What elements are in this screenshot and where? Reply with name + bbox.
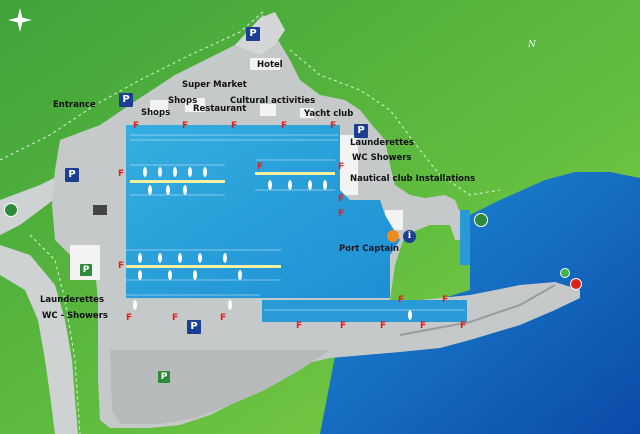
fuel-marker: F	[338, 194, 345, 204]
label-cultural-activities: Cultural activities	[230, 96, 316, 106]
building-hotel	[250, 58, 280, 70]
label-shops-lower: Shops	[141, 108, 171, 118]
north-road	[235, 12, 285, 55]
label-hotel: Hotel	[257, 60, 283, 70]
label-port-captain: Port Captain	[339, 244, 400, 254]
parking-icon-yacht-club: P	[354, 124, 368, 138]
building-restaurant	[185, 98, 205, 112]
disabled-parking-icon-south: P	[158, 371, 170, 383]
lighthouse-red-icon	[570, 278, 582, 290]
parking-icon-south: P	[187, 320, 201, 334]
fuel-marker: F	[182, 121, 189, 131]
label-wc-showers-left: WC - Showers	[42, 311, 108, 321]
fuel-marker: F	[380, 321, 387, 331]
label-launderettes-right: Launderettes	[350, 138, 415, 148]
fuel-marker: F	[296, 321, 303, 331]
fuel-marker: F	[330, 121, 337, 131]
parking-icon-north: P	[246, 27, 260, 41]
pontoons	[126, 172, 335, 268]
label-nautical-club: Nautical club Installations	[350, 174, 476, 184]
fuel-marker: F	[281, 121, 288, 131]
building-nautical	[340, 135, 358, 195]
label-restaurant: Restaurant	[193, 104, 247, 114]
fuel-marker: F	[460, 321, 467, 331]
west-road-lower	[0, 245, 78, 434]
parking-icon-west: P	[65, 168, 79, 182]
fuel-marker: F	[398, 295, 405, 305]
lower-berths	[262, 300, 467, 322]
outer-channel	[460, 210, 470, 265]
info-icon: i	[403, 230, 416, 243]
label-super-market: Super Market	[182, 80, 247, 90]
port-captain-icon	[387, 230, 399, 242]
building-yacht-club	[300, 108, 314, 118]
label-launderettes-left: Launderettes	[40, 295, 105, 305]
building-shops	[150, 100, 168, 114]
boundary-dashed-left	[29, 234, 81, 434]
fuel-marker: F	[126, 313, 133, 323]
fuel-marker: F	[172, 313, 179, 323]
lower-car-park	[110, 350, 330, 424]
fuel-marker: F	[257, 162, 264, 172]
fuel-marker: F	[338, 162, 345, 172]
anchor-icon	[474, 213, 488, 227]
building-cultural	[260, 104, 276, 116]
label-entrance: Entrance	[53, 100, 96, 110]
compass-rose-icon	[8, 8, 32, 32]
label-shops-upper: Shops	[168, 96, 198, 106]
recycling-icon	[4, 203, 18, 217]
fuel-marker: F	[118, 261, 125, 271]
lighthouse-green-icon	[560, 268, 570, 278]
label-wc-showers-right: WC Showers	[352, 153, 412, 163]
fuel-marker: F	[442, 295, 449, 305]
fuel-marker: F	[338, 209, 345, 219]
fuel-marker: F	[133, 121, 140, 131]
boats	[133, 167, 412, 320]
fuel-marker: F	[420, 321, 427, 331]
fuel-marker: F	[118, 169, 125, 179]
breakwater	[399, 284, 556, 336]
parking-icon-entrance: P	[119, 93, 133, 107]
marina-basin	[126, 125, 400, 298]
fuel-marker: F	[231, 121, 238, 131]
fuel-marker: F	[220, 313, 227, 323]
building-dark	[93, 205, 107, 215]
disabled-parking-icon-west: P	[80, 264, 92, 276]
fuel-marker: F	[340, 321, 347, 331]
boundary-dashed	[0, 9, 501, 196]
berth-lines	[126, 134, 465, 311]
compass-north-label: N	[528, 40, 536, 50]
label-yacht-club: Yacht club	[304, 109, 354, 119]
